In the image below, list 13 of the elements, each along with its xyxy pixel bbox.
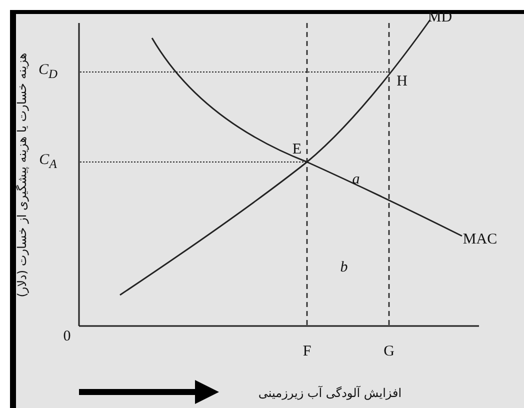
point-label: H — [396, 74, 408, 90]
axis-value: 0 — [63, 328, 71, 346]
axis-title: هزینه خسارت یا هزینه پیشگیری از خسارت (دلار) — [15, 52, 29, 298]
area-label: b — [340, 260, 348, 276]
curve-label: MD — [428, 10, 452, 26]
axis-title: افزایش آلودگی آب زیرزمینی — [258, 386, 402, 400]
axis-value: C$_{D}$ — [38, 62, 58, 82]
axis-value: C$_{A}$ — [39, 152, 57, 172]
curve-label: MAC — [462, 232, 498, 248]
axis-value: G — [384, 344, 394, 360]
area-label: a — [352, 172, 360, 188]
point-label: E — [292, 142, 302, 158]
axis-value: F — [302, 344, 312, 360]
